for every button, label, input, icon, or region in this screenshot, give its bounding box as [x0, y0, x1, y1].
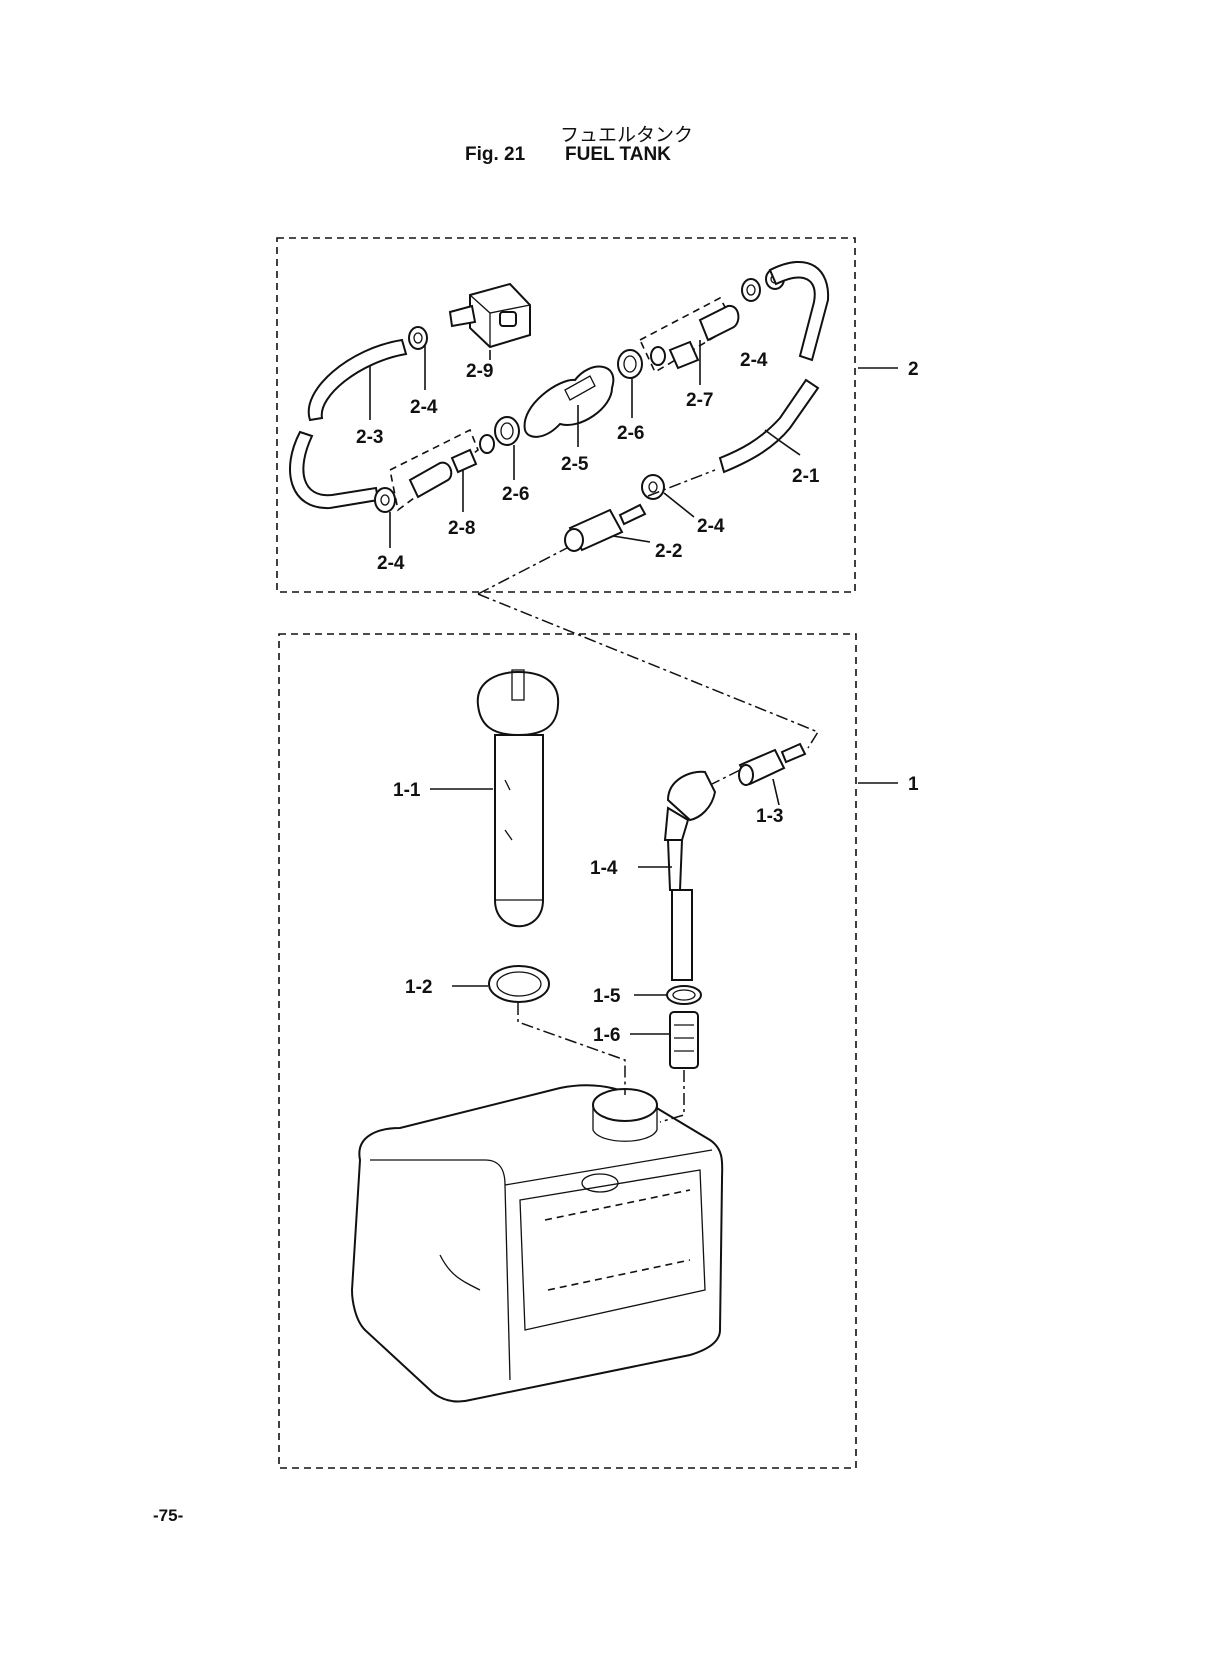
part-connector-1-3	[738, 742, 807, 786]
part-nut-2-4-upper-left	[408, 326, 428, 350]
part-check-valve-2-7	[638, 296, 740, 374]
callout-2-4-lower-left: 2-4	[377, 553, 405, 574]
part-filter-1-6	[669, 1011, 699, 1069]
page-number: -75-	[153, 1506, 184, 1525]
callout-2: 2	[908, 359, 919, 380]
callout-2-7: 2-7	[686, 390, 713, 411]
part-fuel-tank	[350, 1084, 724, 1403]
title-english: FUEL TANK	[565, 144, 671, 165]
assembly-lines	[477, 469, 820, 1123]
callout-1-5: 1-5	[593, 986, 621, 1007]
callout-2-4-upper-right: 2-4	[740, 350, 768, 371]
part-clamp-2-6-right	[617, 349, 643, 379]
callout-1-3: 1-3	[756, 806, 783, 827]
part-nut-2-4-lower-left	[374, 487, 396, 513]
part-o-ring-1-2	[488, 965, 550, 1003]
title-japanese: フュエルタンク	[560, 124, 694, 146]
callout-2-4-lower-right: 2-4	[697, 516, 725, 537]
part-clamp-2-6-left	[494, 416, 520, 446]
part-hose-2-3	[289, 338, 408, 510]
callout-1-2: 1-2	[405, 977, 432, 998]
callout-2-6-right: 2-6	[617, 423, 644, 444]
part-check-valve-2-8	[389, 428, 495, 512]
part-o-ring-1-5	[666, 985, 702, 1005]
callout-2-1: 2-1	[792, 466, 820, 487]
part-fuel-gauge-1-1	[476, 669, 560, 928]
part-connector-2-2	[564, 503, 647, 552]
part-nut-2-4-lower-right	[641, 474, 665, 500]
part-hose-2-1	[718, 260, 830, 474]
callout-2-5: 2-5	[561, 454, 589, 475]
callout-2-8: 2-8	[448, 518, 475, 539]
callout-1-6: 1-6	[593, 1025, 620, 1046]
callout-1-1: 1-1	[393, 780, 421, 801]
part-primer-bulb-2-5	[523, 365, 615, 438]
callout-1-4: 1-4	[590, 858, 618, 879]
callout-1: 1	[908, 774, 919, 795]
callout-2-6-left: 2-6	[502, 484, 529, 505]
group-box-fuel-tank-assembly	[278, 633, 857, 1469]
callout-2-9: 2-9	[466, 361, 493, 382]
part-connector-2-9	[448, 282, 531, 349]
part-pickup-tube-1-4	[663, 770, 717, 981]
figure-number: Fig. 21	[465, 144, 526, 165]
callout-2-3: 2-3	[356, 427, 383, 448]
callout-2-4-upper-left: 2-4	[410, 397, 438, 418]
group-box-fuel-hose-assembly	[276, 237, 856, 593]
leader-lines	[369, 340, 898, 1035]
callout-2-2: 2-2	[655, 541, 682, 562]
